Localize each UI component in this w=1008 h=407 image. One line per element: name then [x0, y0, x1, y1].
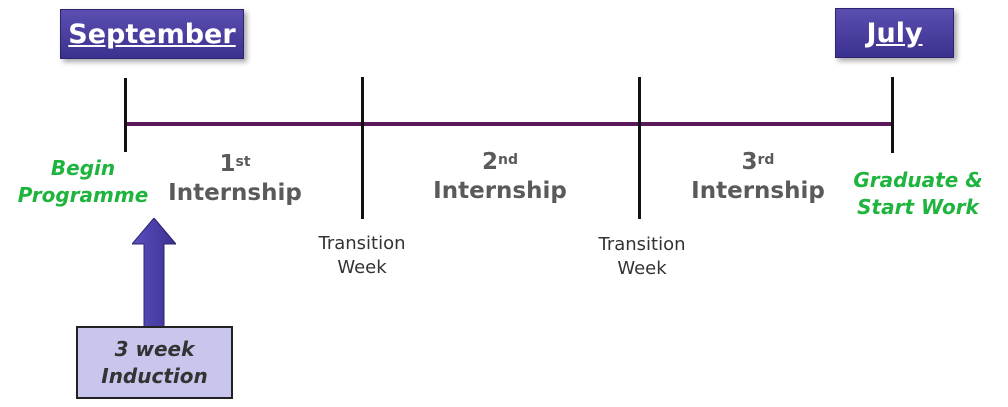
begin-line-2: Programme	[17, 183, 149, 207]
timeline-line	[126, 122, 893, 126]
graduate-label: Graduate & Start Work	[838, 167, 998, 221]
internship-2: 2nd Internship	[420, 148, 580, 206]
month-box-september: September	[60, 9, 244, 59]
begin-programme-label: Begin Programme	[8, 155, 158, 209]
induction-box: 3 week Induction	[76, 326, 233, 399]
transition-1-line-2: Week	[337, 257, 387, 278]
transition-1-line-1: Transition	[318, 233, 406, 254]
internship-1-label: Internship	[168, 180, 302, 206]
induction-line-2: Induction	[101, 363, 208, 388]
timeline-tick-transition-2	[638, 77, 641, 219]
transition-week-1: Transition Week	[300, 232, 424, 280]
transition-2-line-2: Week	[617, 258, 667, 279]
internship-3-label: Internship	[691, 178, 825, 204]
timeline-tick-end	[891, 77, 894, 153]
month-box-july: July	[835, 8, 954, 58]
internship-3-ordinal: 3rd	[741, 149, 775, 175]
timeline-tick-start	[124, 78, 127, 152]
internship-3: 3rd Internship	[678, 148, 838, 206]
graduate-line-2: Start Work	[857, 195, 979, 219]
begin-line-1: Begin	[50, 156, 116, 180]
transition-week-2: Transition Week	[580, 233, 704, 281]
transition-2-line-1: Transition	[598, 234, 686, 255]
up-arrow-icon	[132, 218, 176, 330]
graduate-line-1: Graduate &	[853, 168, 983, 192]
internship-2-label: Internship	[433, 178, 567, 204]
month-label-end: July	[866, 17, 923, 49]
timeline-tick-transition-1	[361, 77, 364, 219]
internship-2-ordinal: 2nd	[481, 149, 518, 175]
month-label-start: September	[68, 18, 236, 50]
internship-1: 1st Internship	[155, 150, 315, 208]
induction-line-1: 3 week	[114, 336, 195, 361]
internship-1-ordinal: 1st	[219, 151, 251, 177]
